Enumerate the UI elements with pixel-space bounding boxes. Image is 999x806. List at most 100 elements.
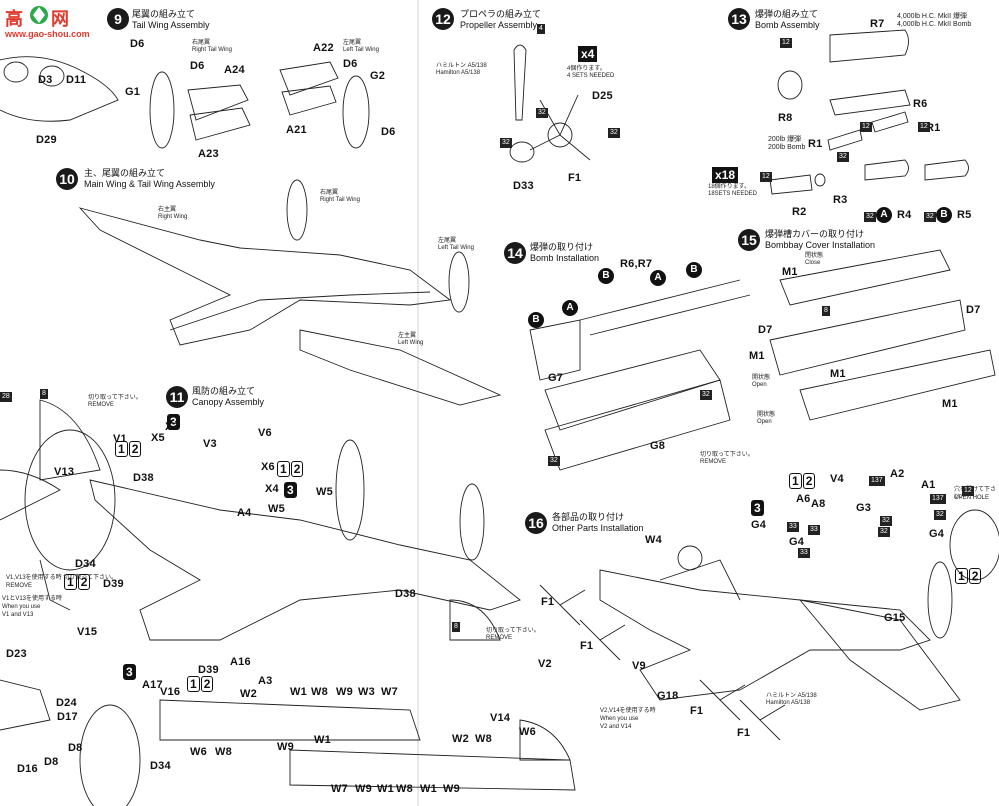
step-9-title-en: Tail Wing Assembly [132, 20, 210, 30]
part-number-tag: 28 [0, 392, 12, 402]
part-label: W6 [190, 746, 207, 758]
step-16-title-en: Other Parts Installation [552, 523, 644, 533]
logo-url: www.gao-shou.com [5, 29, 90, 39]
part-label: F1 [568, 172, 582, 184]
part-label: W4 [645, 534, 662, 546]
step-14-number: 14 [504, 242, 526, 264]
part-number-tag: 32 [880, 516, 892, 526]
part-label: A4 [237, 507, 252, 519]
part-label: V16 [160, 686, 181, 698]
step-14-title-jp: 爆弾の取り付け [530, 242, 594, 252]
part-label: D7 [758, 324, 773, 336]
v1v13-en2: V1 and V13 [2, 612, 34, 618]
paint-callout: 3 [167, 414, 181, 430]
s12-hamilton-en: Hamilton A5/138 [436, 70, 481, 76]
part-label: D34 [150, 760, 171, 772]
s16-openhole-jp: 穴を開けて下さい。 [954, 487, 997, 500]
v13-note-jp: V1,V13を使用する時 切り取って下さい。 [6, 575, 118, 581]
s13-bomb1: 4,000lb H.C. MkII 爆弾 [897, 13, 968, 20]
part-label: A17 [142, 679, 163, 691]
part-label: W8 [396, 783, 413, 795]
step-16-number: 16 [525, 512, 547, 534]
s16-openhole-en: OPEN HOLE [954, 495, 990, 501]
step-14-title: 爆弾の取り付け Bomb Installation [530, 242, 599, 264]
part-label: W1 [377, 783, 394, 795]
part-number-tag: 32 [837, 152, 849, 162]
part-label: W6 [519, 726, 536, 738]
s10-rtail-en: Right Tail Wing [320, 197, 360, 203]
step-14-title-en: Bomb Installation [530, 253, 600, 263]
step-10-number: 10 [56, 168, 78, 190]
part-number-tag: 32 [536, 108, 548, 118]
step-15-title-jp: 爆弾槽カバーの取り付け [765, 229, 865, 239]
v2v14-en1: When you use [600, 716, 639, 722]
part-number-tag: 8 [40, 389, 48, 399]
s10-lwing-en: Left Wing [398, 340, 424, 346]
part-number-tag: 12 [918, 122, 930, 132]
s9-left-tail-jp: 左尾翼 [343, 40, 362, 46]
part-number-tag: 32 [934, 510, 946, 520]
s15-remove-en: REMOVE [700, 459, 727, 465]
part-label: G8 [650, 440, 666, 452]
part-label: R2 [792, 206, 807, 218]
s10-ltail-jp: 左尾翼 [438, 238, 457, 244]
marker-b: B [528, 312, 544, 328]
part-label: A24 [224, 64, 245, 76]
part-label: A22 [313, 42, 334, 54]
step-11-title: 風防の組み立て Canopy Assembly [192, 386, 264, 408]
part-label: W1 [314, 734, 331, 746]
s15-open2-jp: 開状態 [757, 412, 776, 418]
part-label: V15 [77, 626, 98, 638]
part-label: A8 [811, 498, 826, 510]
part-label: D38 [133, 472, 154, 484]
part-label: G3 [856, 502, 872, 514]
s12-hamilton-jp: ハミルトン A5/138 [436, 63, 487, 69]
part-label: D39 [198, 664, 219, 676]
step-16-title-jp: 各部品の取り付け [552, 512, 625, 522]
part-label: V14 [490, 712, 511, 724]
part-label: R6 [913, 98, 928, 110]
part-label: X3 [165, 421, 179, 433]
part-label: F1 [541, 596, 555, 608]
part-label: W1 [290, 686, 307, 698]
paint-callout: 3 [751, 500, 765, 516]
part-number-tag: 33 [808, 525, 820, 535]
s12-x4-badge: x4 [578, 46, 598, 62]
part-label: M1 [830, 368, 846, 380]
part-label: V6 [258, 427, 272, 439]
part-label: G15 [884, 612, 906, 624]
step-11-number: 11 [166, 386, 188, 408]
part-number-tag: 32 [878, 527, 890, 537]
step-9-number: 9 [107, 8, 129, 30]
step-11-title-en: Canopy Assembly [192, 397, 265, 407]
part-label: A2 [890, 468, 905, 480]
part-label: R7 [870, 18, 885, 30]
part-label: X6 [261, 461, 275, 473]
part-label: A23 [198, 148, 219, 160]
part-label: D24 [56, 697, 77, 709]
s12-sets-en: 4 SETS NEEDED [567, 73, 615, 79]
step-12-title-en: Propeller Assembly [460, 20, 538, 30]
part-label: R4 [897, 209, 912, 221]
step-15-number: 15 [738, 229, 760, 251]
s13-bomb2: 4,000lb H.C. MkII Bomb [897, 21, 972, 28]
step-13-title: 爆弾の組み立て Bomb Assembly [755, 9, 820, 31]
part-label: D6 [381, 126, 396, 138]
part-number-tag: 12 [780, 38, 792, 48]
part-label: W7 [331, 783, 348, 795]
part-label: X4 [265, 483, 279, 495]
logo-char-1: 高 [5, 9, 23, 29]
marker-a: A [650, 270, 666, 286]
part-label: R1 [808, 138, 823, 150]
part-number-tag: 137 [930, 494, 946, 504]
part-label: F1 [737, 727, 751, 739]
part-label: G1 [125, 86, 141, 98]
part-label: G7 [548, 372, 564, 384]
part-number-tag: 32 [700, 390, 712, 400]
part-label: M1 [749, 350, 765, 362]
remove2-jp: 切り取って下さい。 [486, 628, 540, 634]
